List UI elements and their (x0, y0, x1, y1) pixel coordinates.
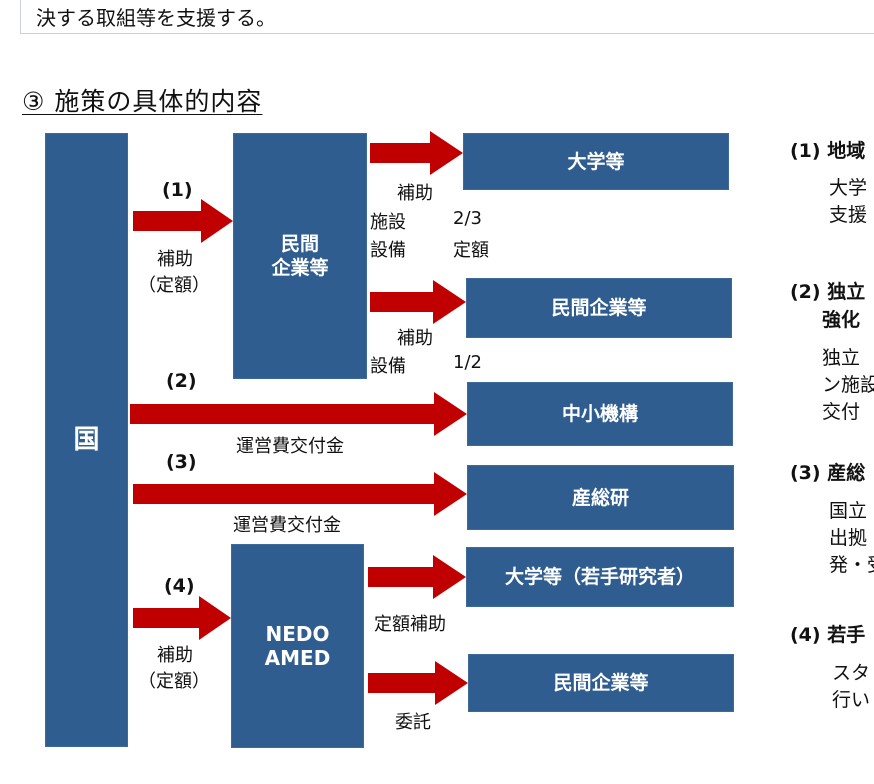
arrow-minkan-to-daigaku (370, 131, 463, 175)
arrow-kuni-to-nedo (133, 596, 231, 640)
right-heading-2b: 強化 (822, 309, 861, 331)
arrow-kuni-to-chusho (130, 392, 467, 436)
label-hojo-1b: （定額） (138, 275, 210, 296)
right-text-3c: 発・受 (829, 554, 874, 576)
label-hojo-1a: 補助 (157, 249, 193, 270)
box-minkan: 民間 企業等 (233, 133, 367, 379)
right-heading-1: (1) 地域 (790, 140, 866, 162)
right-text-1a: 大学 (829, 177, 868, 199)
box-minkan-kigyo-1: 民間企業等 (466, 278, 732, 338)
box-sansoken-label: 産総研 (571, 486, 629, 509)
arrow-nedo-to-wakate (368, 555, 466, 599)
right-text-2a: 独立 (822, 347, 861, 369)
box-wakate-label: 大学等（若手研究者） (504, 566, 695, 588)
right-heading-2a: (2) 独立 (790, 281, 866, 303)
box-nedo-line2: AMED (264, 646, 331, 670)
label-itaku: 委託 (395, 712, 431, 733)
right-text-2b: ン施設 (822, 374, 874, 396)
box-wakate: 大学等（若手研究者） (466, 547, 734, 607)
label-setsubi-2: 設備 (370, 356, 406, 377)
right-text-4a: スタ (832, 662, 871, 684)
label-shisetsu-rate: 2/3 (453, 208, 482, 229)
box-nedo-amed: NEDO AMED (231, 544, 364, 748)
label-setsubi-rate: 定額 (453, 240, 489, 261)
arrow-minkan-to-minkan-kigyo (370, 280, 466, 324)
label-hojo-mid: 補助 (397, 328, 433, 349)
label-uneihi-1: 運営費交付金 (236, 436, 344, 457)
arrow-nedo-to-minkan-kigyo (368, 661, 468, 705)
right-heading-4: (4) 若手 (790, 624, 866, 646)
box-minkan-kigyo-2-label: 民間企業等 (553, 672, 649, 694)
right-text-4b: 行い (832, 689, 871, 711)
label-n2: (2) (166, 370, 197, 392)
box-nedo-line1: NEDO (265, 622, 330, 646)
right-text-3a: 国立 (829, 500, 868, 522)
right-text-2c: 交付 (822, 401, 861, 423)
right-heading-3: (3) 産総 (790, 462, 866, 484)
label-uneihi-2: 運営費交付金 (233, 515, 341, 536)
box-minkan-line1: 民間 (280, 233, 319, 255)
right-text-3b: 出拠 (829, 527, 868, 549)
box-minkan-kigyo-1-label: 民間企業等 (551, 297, 647, 319)
box-minkan-kigyo-2: 民間企業等 (468, 654, 734, 712)
arrow-kuni-to-minkan (133, 199, 233, 243)
label-setsubi-2-rate: 1/2 (453, 352, 482, 373)
label-shisetsu: 施設 (370, 212, 406, 233)
label-hojo-4b: （定額） (138, 671, 210, 692)
label-n3: (3) (166, 451, 197, 473)
box-daigaku: 大学等 (463, 133, 729, 190)
box-kuni-label: 国 (73, 425, 100, 455)
label-hojo-4a: 補助 (157, 645, 193, 666)
label-setsubi: 設備 (370, 240, 406, 261)
header-box (20, 0, 874, 34)
label-teigaku-hojo: 定額補助 (374, 614, 446, 635)
section-title: ③ 施策の具体的内容 (22, 87, 263, 116)
label-n4: (4) (164, 575, 195, 597)
box-daigaku-label: 大学等 (567, 150, 625, 173)
arrow-kuni-to-sansoken (133, 472, 467, 516)
box-sansoken: 産総研 (467, 465, 734, 530)
box-minkan-line2: 企業等 (271, 257, 329, 279)
right-text-1b: 支援 (829, 204, 868, 226)
header-text: 決する取組等を支援する。 (36, 6, 276, 30)
box-chusho-label: 中小機構 (561, 403, 638, 425)
label-hojo-top: 補助 (397, 183, 433, 204)
box-chusho: 中小機構 (467, 382, 733, 446)
box-kuni: 国 (45, 133, 128, 747)
label-n1: (1) (162, 179, 193, 201)
